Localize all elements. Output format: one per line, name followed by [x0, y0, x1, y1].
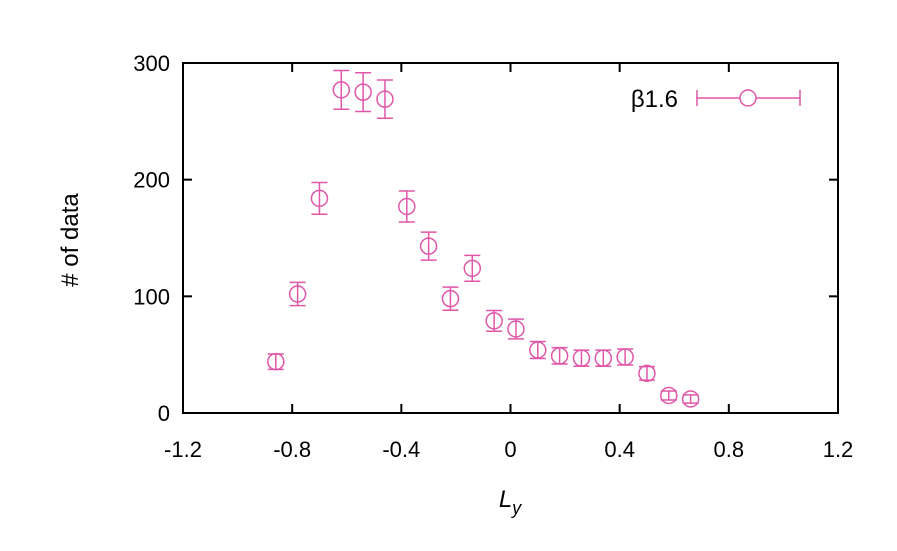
- point-marker: [267, 352, 285, 371]
- point-marker: [550, 347, 569, 365]
- x-tick-label: 0.4: [604, 437, 635, 462]
- point-marker: [507, 320, 525, 338]
- point-marker: [419, 237, 438, 255]
- data-point: [441, 286, 460, 311]
- x-axis-label-main: L: [499, 486, 512, 513]
- point-marker: [485, 312, 503, 330]
- data-point: [376, 79, 394, 120]
- point-marker: [310, 189, 329, 208]
- point-marker: [594, 349, 613, 367]
- data-point: [638, 364, 656, 383]
- data-point: [288, 281, 307, 307]
- x-tick-label: 0.8: [714, 437, 745, 462]
- data-point: [310, 181, 329, 215]
- point-marker: [529, 341, 547, 359]
- point-marker: [681, 390, 700, 408]
- point-marker: [660, 386, 678, 405]
- point-marker: [398, 197, 416, 216]
- axis-ticks: [182, 62, 839, 414]
- y-tick-label: 100: [133, 284, 170, 309]
- data-point: [550, 346, 569, 365]
- data-point: [660, 386, 678, 405]
- point-marker: [616, 348, 634, 366]
- point-marker: [376, 90, 394, 108]
- data-point: [267, 352, 285, 371]
- point-marker: [354, 83, 372, 101]
- data-point: [463, 254, 482, 283]
- data-point: [594, 349, 613, 367]
- point-marker: [441, 289, 460, 308]
- y-axis-label: # of data: [57, 193, 84, 287]
- data-point: [332, 69, 351, 110]
- point-marker: [332, 81, 351, 99]
- x-axis-label-sub: y: [510, 498, 522, 518]
- legend: β1.6: [631, 86, 801, 113]
- legend-label: β1.6: [631, 86, 678, 113]
- x-tick-labels: -1.2 -0.8 -0.4 0 0.4 0.8 1.2: [164, 437, 853, 462]
- data-point: [616, 348, 634, 366]
- data-point: [419, 231, 438, 261]
- x-axis-label: Ly: [499, 486, 522, 518]
- data-point: [398, 190, 416, 223]
- point-marker: [572, 349, 591, 367]
- y-tick-labels: 0 100 200 300: [133, 51, 170, 426]
- x-tick-label: -1.2: [164, 437, 202, 462]
- data-point: [354, 72, 372, 113]
- point-marker: [463, 259, 482, 278]
- x-tick-label: 1.2: [823, 437, 854, 462]
- legend-marker: [696, 89, 801, 107]
- y-tick-label: 200: [133, 168, 170, 193]
- x-tick-label: 0: [504, 437, 516, 462]
- data-point: [507, 318, 525, 340]
- data-marks: [267, 69, 700, 408]
- y-tick-label: 300: [133, 51, 170, 76]
- data-point: [529, 340, 547, 360]
- data-point: [572, 349, 591, 367]
- plot-frame: [182, 62, 839, 414]
- y-tick-label: 0: [158, 401, 170, 426]
- data-point: [681, 390, 700, 408]
- legend-circle: [739, 89, 757, 107]
- x-tick-label: -0.8: [273, 437, 311, 462]
- data-point: [485, 309, 503, 332]
- point-marker: [638, 364, 656, 383]
- point-marker: [288, 285, 307, 303]
- x-tick-label: -0.4: [382, 437, 420, 462]
